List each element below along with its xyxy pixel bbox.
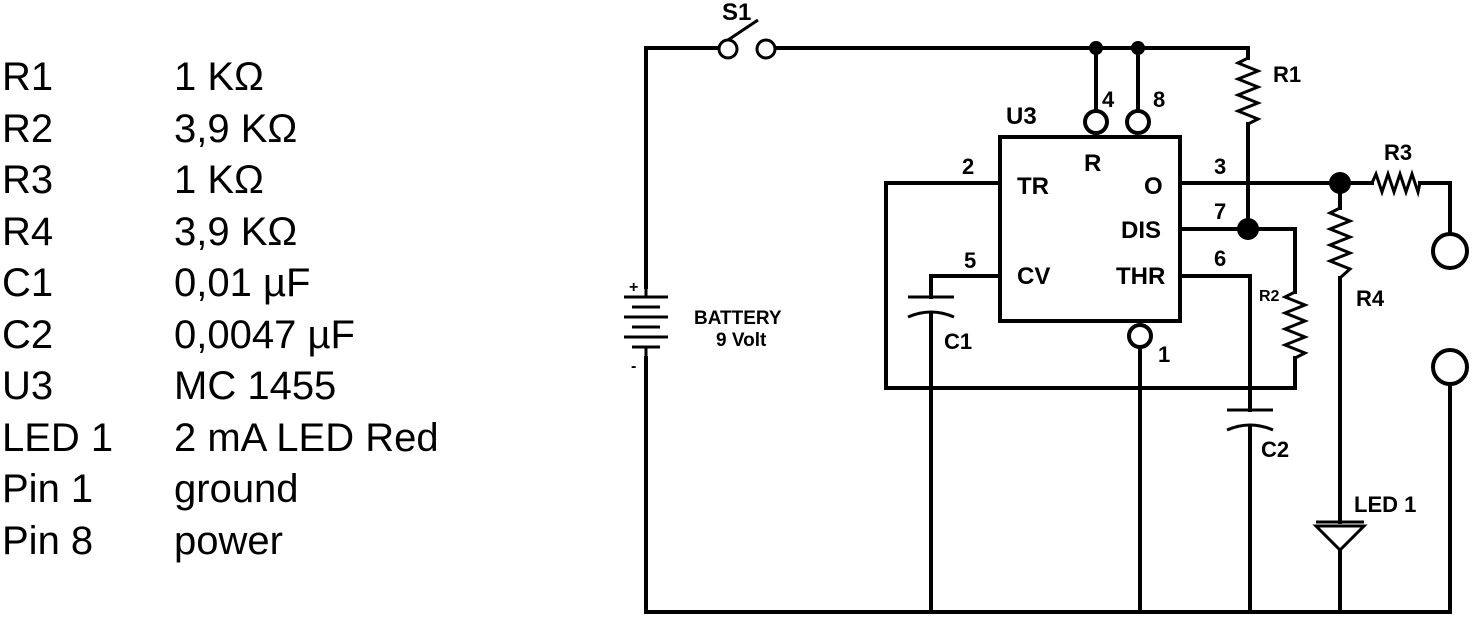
part-value: 3,9 KΩ: [174, 106, 298, 151]
resistor-r2: [1280, 290, 1310, 360]
battery-voltage: 9 Volt: [716, 330, 767, 351]
pin-number-1: 1: [1158, 342, 1170, 367]
pin-number-6: 6: [1214, 246, 1226, 271]
pin-circles: [1083, 109, 1469, 386]
c1-label: C1: [944, 329, 972, 354]
part-name: U3: [2, 364, 54, 408]
parts-list-row: LED 1 2 mA LED Red: [0, 413, 560, 465]
resistor-r3: [1370, 169, 1422, 198]
part-value: 1 KΩ: [174, 55, 264, 99]
r1-label: R1: [1273, 62, 1301, 87]
parts-list-row: C1 0,01 µF: [0, 258, 560, 310]
r3-label: R3: [1384, 140, 1412, 165]
pin-number-2: 2: [962, 154, 974, 179]
part-name: C1: [2, 261, 54, 305]
part-value: 0,0047 µF: [174, 312, 355, 357]
parts-list-row: Pin 1 ground: [0, 464, 560, 516]
battery-symbol: [624, 287, 668, 358]
part-name: Pin 1: [2, 467, 94, 511]
pin-number-3: 3: [1214, 154, 1226, 179]
resistor-r1: [1233, 56, 1263, 126]
junction-dot: [1131, 41, 1145, 55]
capacitors: [907, 295, 1274, 432]
ic-pin-cv: CV: [1017, 263, 1050, 290]
part-name: C2: [2, 312, 54, 357]
junction-dot: [1089, 41, 1103, 55]
part-name: R3: [2, 158, 54, 202]
pin-number-8: 8: [1153, 87, 1165, 112]
parts-list-row: U3 MC 1455: [0, 361, 560, 413]
part-name: R2: [2, 106, 54, 151]
switch-s1: [717, 18, 777, 60]
parts-list-row: R2 3,9 KΩ: [0, 104, 560, 156]
pin-number-4: 4: [1102, 87, 1115, 112]
pin-number-7: 7: [1214, 199, 1226, 224]
pin-4-circle: [1083, 109, 1109, 135]
capacitor-c1: [907, 295, 955, 319]
parts-list-row: R3 1 KΩ: [0, 155, 560, 207]
parts-list-row: C2 0,0047 µF: [0, 310, 560, 362]
parts-list-row: R4 3,9 KΩ: [0, 207, 560, 259]
parts-list-row: R1 1 KΩ: [0, 52, 560, 104]
parts-list: R1 1 KΩ R2 3,9 KΩ R3 1 KΩ R4 3,9 KΩ C1 0,01 µF C2 0…: [0, 52, 560, 567]
part-value: MC 1455: [174, 364, 337, 408]
switch-label: S1: [722, 0, 751, 26]
battery-plus: +: [629, 279, 638, 296]
r4-label: R4: [1356, 286, 1385, 311]
parts-list-row: Pin 8 power: [0, 516, 560, 568]
led-terminal-bottom: [1431, 348, 1469, 386]
part-name: Pin 8: [2, 518, 94, 563]
ic-pin-thr: THR: [1116, 263, 1165, 290]
led-1-symbol: [1312, 520, 1368, 553]
part-value: ground: [174, 467, 299, 511]
ic-label: U3: [1006, 103, 1037, 130]
resistor-r4: [1325, 206, 1355, 280]
wires: [644, 46, 1452, 614]
part-value: 3,9 KΩ: [174, 209, 298, 254]
part-value: 1 KΩ: [174, 158, 264, 202]
part-value: 2 mA LED Red: [174, 415, 439, 460]
part-value: power: [174, 518, 283, 563]
c2-label: C2: [1261, 437, 1289, 462]
pin-8-circle: [1125, 109, 1151, 135]
battery-label: BATTERY: [694, 308, 782, 329]
ic-pin-tr: TR: [1017, 173, 1049, 200]
pin-1-circle: [1127, 323, 1153, 349]
junction-dots: [1089, 41, 1351, 240]
part-name: R4: [2, 209, 54, 254]
junction-dot: [1237, 218, 1259, 240]
led-label: LED 1: [1354, 492, 1416, 517]
ic-pin-o: O: [1144, 173, 1163, 200]
part-name: LED 1: [2, 415, 114, 460]
ic-u3-body: [998, 135, 1182, 323]
resistors: [1233, 56, 1422, 360]
r2-label: R2: [1259, 288, 1280, 305]
part-name: R1: [2, 55, 54, 99]
pin-number-5: 5: [964, 248, 976, 273]
junction-dot: [1329, 172, 1351, 194]
ic-pin-r: R: [1084, 150, 1101, 177]
battery-minus: -: [631, 358, 636, 375]
part-value: 0,01 µF: [174, 261, 311, 305]
ic-pin-dis: DIS: [1121, 217, 1161, 244]
capacitor-c2: [1226, 408, 1274, 432]
led-terminal-top: [1431, 232, 1469, 270]
